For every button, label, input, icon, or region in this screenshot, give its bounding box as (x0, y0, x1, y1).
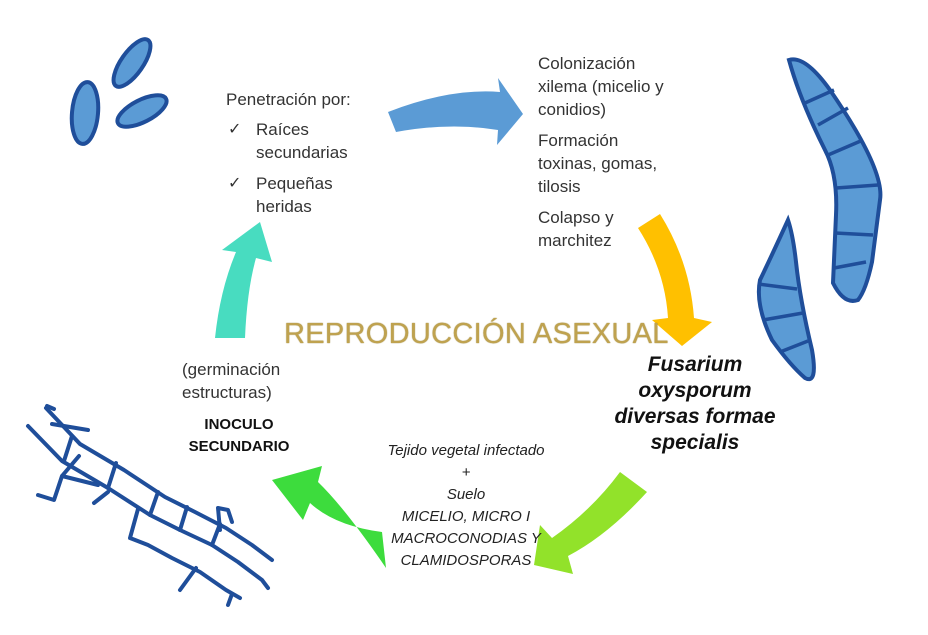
inoculum-sources: Tejido vegetal infectado + Suelo MICELIO… (360, 440, 572, 572)
penetration-heading: Penetración por: (226, 90, 351, 109)
species-label: Fusarium oxysporum diversas formae speci… (614, 353, 776, 454)
penetration-item-label: Raíces secundarias (256, 120, 348, 162)
colonization-step: Colapso y marchitez (538, 208, 614, 250)
source-line: Tejido vegetal infectado (387, 442, 545, 459)
source-line: MACROCONODIAS Y (391, 530, 541, 547)
germination-label: (germinación estructuras) (182, 360, 281, 402)
source-line: MICELIO, MICRO I (401, 508, 531, 525)
arrow-blue-icon (388, 78, 523, 145)
penetration-block: Penetración por: ✓ Raíces secundarias ✓ … (226, 88, 356, 218)
arrow-green-icon (272, 466, 386, 568)
source-line: + (461, 464, 471, 481)
penetration-item: ✓ Raíces secundarias (226, 118, 356, 164)
checkmark-icon: ✓ (228, 121, 242, 138)
source-line: CLAMIDOSPORAS (400, 552, 532, 569)
colonization-step: Colonización xilema (micelio y conidios) (538, 54, 664, 119)
checkmark-icon: ✓ (228, 175, 242, 192)
penetration-item-label: Pequeñas heridas (256, 174, 333, 216)
inoculum-label: INOCULO SECUNDARIO (188, 416, 290, 455)
arrow-teal-icon (215, 222, 272, 338)
source-line: Suelo (446, 486, 486, 503)
microconidia-icon (69, 37, 169, 146)
mycelium-icon (26, 404, 274, 607)
arrow-yellow-icon (638, 214, 712, 346)
penetration-item: ✓ Pequeñas heridas (226, 172, 356, 218)
colonization-block: Colonización xilema (micelio y conidios)… (538, 52, 678, 252)
macroconidium-large-icon (786, 57, 883, 303)
macroconidium-medium-icon (756, 214, 816, 382)
diagram-title: REPRODUCCIÓN ASEXUAL (284, 318, 669, 350)
arrow-lightgreen-icon (534, 472, 647, 574)
colonization-step: Formación toxinas, gomas, tilosis (538, 131, 658, 196)
